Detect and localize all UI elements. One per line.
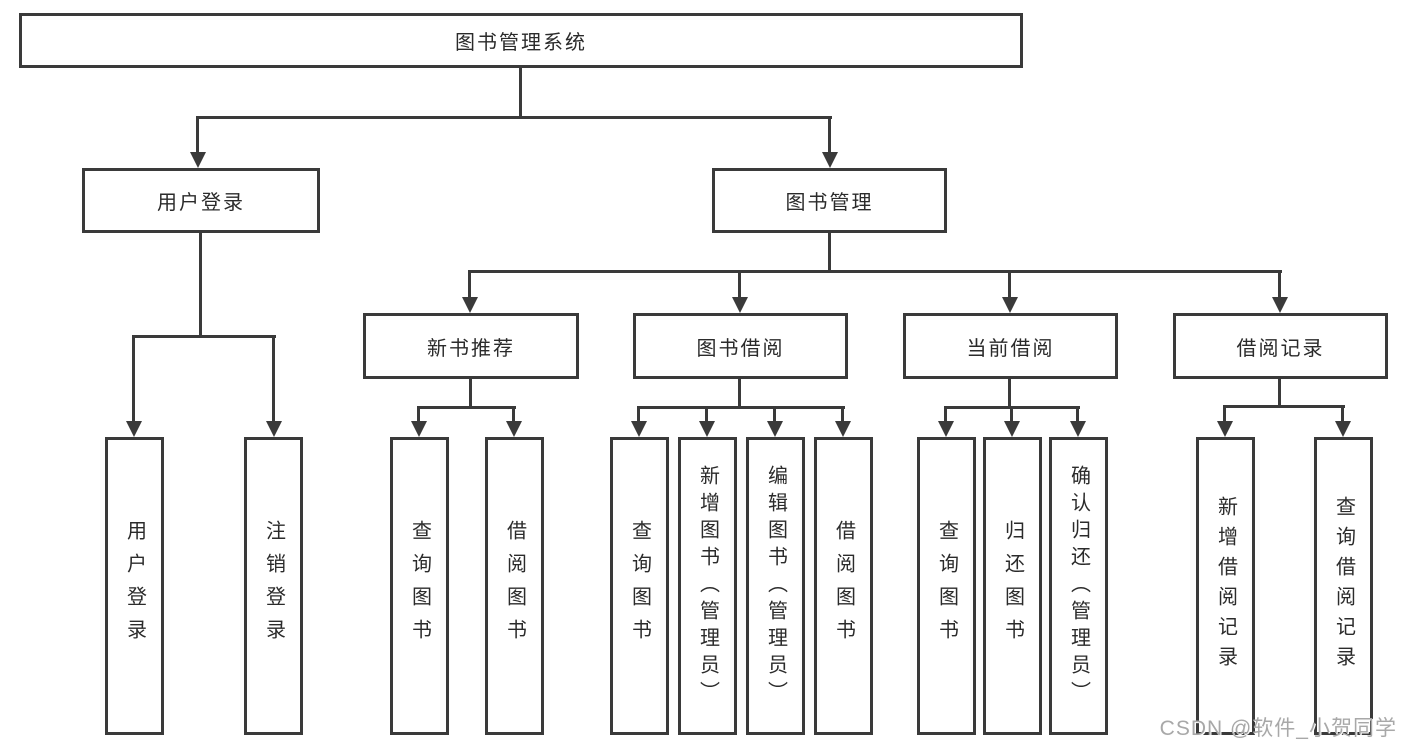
node-book-management: 图书管理 <box>712 168 947 233</box>
node-root-label: 图书管理系统 <box>455 32 587 54</box>
connector-line <box>705 406 708 421</box>
arrow-down-icon <box>190 152 206 168</box>
connector-line <box>468 270 1282 273</box>
node-new-book-recommendation-label: 新书推荐 <box>427 337 515 360</box>
leaf-borrow-books-label: 借阅图书 <box>832 520 855 652</box>
leaf-logout-label: 注销登录 <box>262 520 285 652</box>
arrow-down-icon <box>266 421 282 437</box>
arrow-down-icon <box>126 421 142 437</box>
node-user-login: 用户登录 <box>82 168 320 233</box>
leaf-edit-books-admin-label: 编辑图书（管理员） <box>764 464 787 708</box>
connector-line <box>199 233 202 337</box>
arrow-down-icon <box>1272 297 1288 313</box>
leaf-query-borrow-record: 查询借阅记录 <box>1314 437 1373 735</box>
connector-line <box>1010 406 1013 421</box>
connector-line <box>1278 270 1281 297</box>
arrow-down-icon <box>506 421 522 437</box>
node-current-borrowing-label: 当前借阅 <box>966 337 1055 360</box>
node-user-login-label: 用户登录 <box>157 192 245 214</box>
leaf-add-borrow-record: 新增借阅记录 <box>1196 437 1255 735</box>
connector-line <box>944 406 947 421</box>
arrow-down-icon <box>938 421 954 437</box>
leaf-query-books-recommend-label: 查询图书 <box>408 520 431 652</box>
connector-line <box>1223 405 1226 421</box>
leaf-borrow-books: 借阅图书 <box>814 437 873 735</box>
leaf-user-login-label: 用户登录 <box>123 520 146 652</box>
arrow-down-icon <box>699 421 715 437</box>
leaf-confirm-return-admin-label: 确认归还（管理员） <box>1067 464 1090 708</box>
arrow-down-icon <box>732 297 748 313</box>
arrow-down-icon <box>822 152 838 168</box>
connector-line <box>1076 406 1079 421</box>
connector-line <box>773 406 776 421</box>
leaf-user-login: 用户登录 <box>105 437 164 735</box>
connector-line <box>196 116 199 154</box>
arrow-down-icon <box>1335 421 1351 437</box>
arrow-down-icon <box>1217 421 1233 437</box>
node-book-management-label: 图书管理 <box>785 192 874 214</box>
leaf-query-borrow-record-label: 查询借阅记录 <box>1332 496 1355 676</box>
arrow-down-icon <box>1004 421 1020 437</box>
connector-line <box>417 406 516 409</box>
arrow-down-icon <box>411 421 427 437</box>
connector-line <box>132 335 135 421</box>
connector-line <box>1008 379 1011 408</box>
node-book-borrowing: 图书借阅 <box>633 313 848 379</box>
leaf-query-books-recommend: 查询图书 <box>390 437 449 735</box>
connector-line <box>637 406 640 421</box>
leaf-add-books-admin-label: 新增图书（管理员） <box>696 464 719 708</box>
connector-line <box>1008 270 1011 297</box>
connector-line <box>1223 405 1345 408</box>
node-root: 图书管理系统 <box>19 13 1023 68</box>
arrow-down-icon <box>767 421 783 437</box>
leaf-query-books-current: 查询图书 <box>917 437 976 735</box>
arrow-down-icon <box>631 421 647 437</box>
connector-line <box>841 406 844 421</box>
connector-line <box>469 379 472 408</box>
arrow-down-icon <box>1002 297 1018 313</box>
node-borrowing-records-label: 借阅记录 <box>1236 337 1325 360</box>
node-new-book-recommendation: 新书推荐 <box>363 313 579 379</box>
connector-line <box>512 406 515 421</box>
csdn-watermark: CSDN @软件_小贺同学 <box>1159 717 1397 740</box>
connector-line <box>1341 405 1344 421</box>
connector-line <box>738 379 741 408</box>
leaf-query-books-current-label: 查询图书 <box>935 520 958 652</box>
node-book-borrowing-label: 图书借阅 <box>696 337 785 360</box>
arrow-down-icon <box>1070 421 1086 437</box>
leaf-return-books: 归还图书 <box>983 437 1042 735</box>
connector-line <box>738 270 741 297</box>
connector-line <box>468 270 471 297</box>
connector-line <box>1278 379 1281 408</box>
leaf-add-books-admin: 新增图书（管理员） <box>678 437 737 735</box>
node-borrowing-records: 借阅记录 <box>1173 313 1388 379</box>
connector-line <box>828 116 831 154</box>
connector-line <box>196 116 832 119</box>
leaf-edit-books-admin: 编辑图书（管理员） <box>746 437 805 735</box>
leaf-query-books-borrowing-label: 查询图书 <box>628 520 651 652</box>
leaf-borrow-books-recommend: 借阅图书 <box>485 437 544 735</box>
node-current-borrowing: 当前借阅 <box>903 313 1118 379</box>
connector-line <box>519 68 522 118</box>
leaf-logout: 注销登录 <box>244 437 303 735</box>
leaf-return-books-label: 归还图书 <box>1001 520 1024 652</box>
connector-line <box>132 335 276 338</box>
leaf-query-books-borrowing: 查询图书 <box>610 437 669 735</box>
connector-line <box>417 406 420 421</box>
arrow-down-icon <box>835 421 851 437</box>
leaf-confirm-return-admin: 确认归还（管理员） <box>1049 437 1108 735</box>
arrow-down-icon <box>462 297 478 313</box>
leaf-borrow-books-recommend-label: 借阅图书 <box>503 520 526 652</box>
connector-line <box>637 406 845 409</box>
connector-line <box>272 335 275 421</box>
leaf-add-borrow-record-label: 新增借阅记录 <box>1214 496 1237 676</box>
connector-line <box>828 233 831 272</box>
